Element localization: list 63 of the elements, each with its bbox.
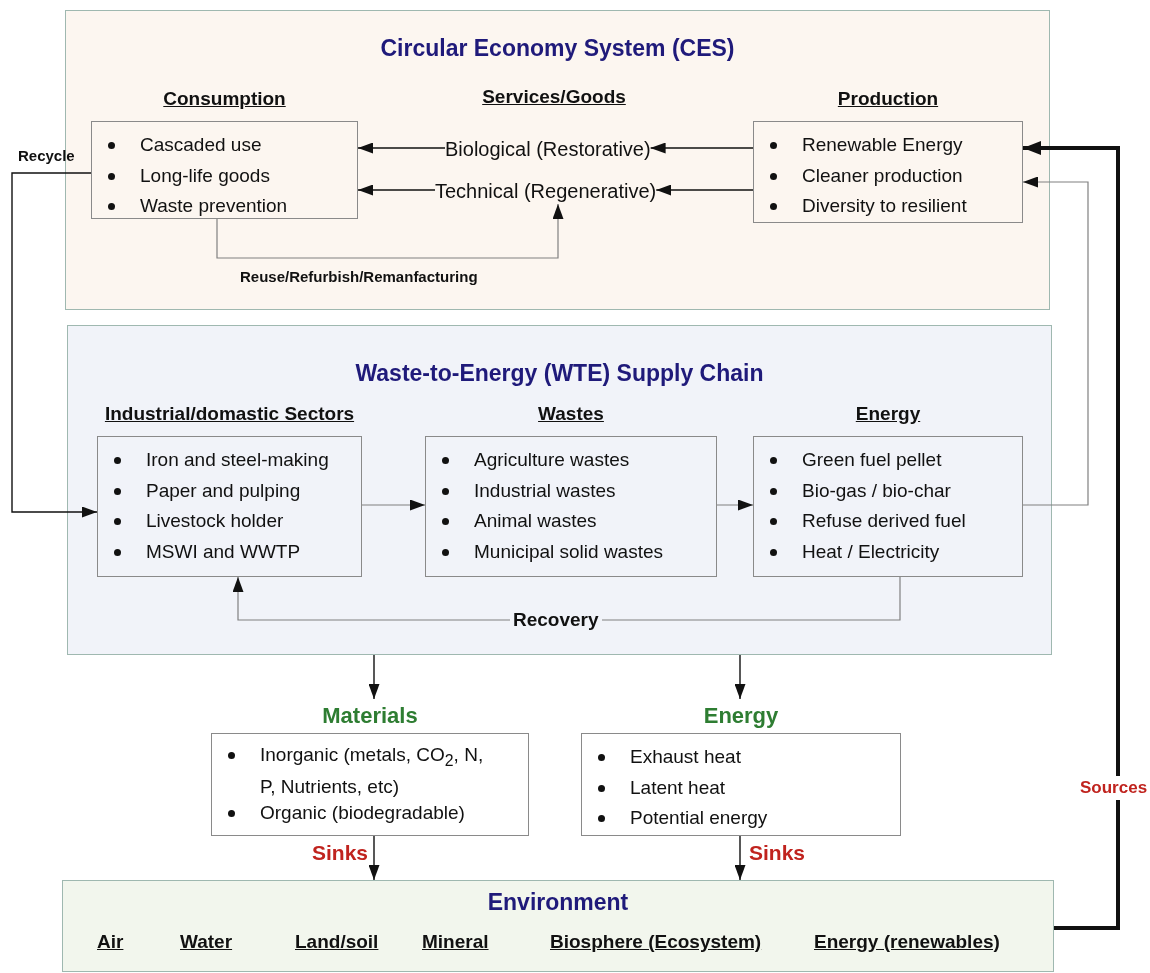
- bullet-item: Agriculture wastes: [426, 445, 716, 476]
- arrow: [649, 142, 754, 154]
- bullet-item: Inorganic (metals, CO$_{2}$, N, P, Nutrients, etc): [212, 742, 528, 800]
- arrow: [734, 835, 746, 881]
- edge-label: Recycle: [18, 147, 75, 164]
- arrow: [1023, 141, 1120, 930]
- flow-text: Biological (Restorative): [445, 136, 651, 162]
- edge-label: Sinks: [749, 841, 806, 865]
- bullet-item: MSWI and WWTP: [98, 536, 361, 567]
- column-heading: Production: [836, 88, 940, 110]
- panel-title: Circular Economy System (CES): [379, 35, 736, 62]
- bullet-item: Industrial wastes: [426, 475, 716, 506]
- flow-text: Technical (Regenerative): [435, 178, 657, 204]
- column-heading: Services/Goods: [481, 86, 627, 108]
- bullet-item: Livestock holder: [98, 506, 361, 537]
- panel-title: Environment: [486, 889, 630, 916]
- bullet-item: Exhaust heat: [582, 742, 900, 773]
- arrow: [1022, 176, 1089, 506]
- column-heading: Materials: [321, 703, 419, 729]
- column-heading: Energy: [702, 703, 780, 729]
- bullet-item: Diversity to resilient: [754, 191, 1022, 222]
- column-heading: Wastes: [537, 403, 605, 425]
- bullet-item: Cascaded use: [92, 130, 357, 161]
- arrow: [361, 499, 426, 511]
- bullet-item: Organic (biodegradable): [212, 799, 528, 826]
- category-label: Energy (renewables): [814, 931, 1000, 953]
- arrow: [368, 835, 380, 881]
- edge-label: Sources: [1077, 776, 1150, 800]
- environment-panel: [62, 880, 1054, 972]
- column-heading: Energy: [854, 403, 922, 425]
- bullet-item: Paper and pulping: [98, 475, 361, 506]
- bullet-item: Iron and steel-making: [98, 445, 361, 476]
- bullet-item: Heat / Electricity: [754, 536, 1022, 567]
- category-label: Land/soil: [295, 931, 379, 953]
- arrow: [357, 142, 446, 154]
- edge-label: Sinks: [312, 841, 369, 865]
- bullet-item: Green fuel pellet: [754, 445, 1022, 476]
- arrow: [11, 172, 98, 518]
- bullet-item: Municipal solid wastes: [426, 536, 716, 567]
- panel-title: Waste-to-Energy (WTE) Supply Chain: [354, 360, 765, 387]
- arrow: [368, 654, 380, 700]
- bullet-item: Animal wastes: [426, 506, 716, 537]
- edge-label: Reuse/Refurbish/Remanfacturing: [240, 268, 478, 285]
- category-label: Air: [97, 931, 124, 953]
- bullet-item: Potential energy: [582, 803, 900, 834]
- arrow: [357, 184, 436, 196]
- category-label: Mineral: [422, 931, 489, 953]
- bullet-item: Refuse derived fuel: [754, 506, 1022, 537]
- arrow: [655, 184, 754, 196]
- arrow: [216, 203, 564, 259]
- column-heading: Industrial/domastic Sectors: [103, 403, 356, 425]
- arrow: [734, 654, 746, 700]
- bullet-item: Long-life goods: [92, 160, 357, 191]
- category-label: Water: [180, 931, 233, 953]
- system-panel: [67, 325, 1052, 655]
- column-heading: Consumption: [162, 88, 287, 110]
- bullet-item: Waste prevention: [92, 191, 357, 222]
- bullet-item: Renewable Energy: [754, 130, 1022, 161]
- bullet-item: Latent heat: [582, 772, 900, 803]
- category-label: Biosphere (Ecosystem): [550, 931, 762, 953]
- arrow: [716, 499, 754, 511]
- bullet-item: Bio-gas / bio-char: [754, 475, 1022, 506]
- bullet-item: Cleaner production: [754, 160, 1022, 191]
